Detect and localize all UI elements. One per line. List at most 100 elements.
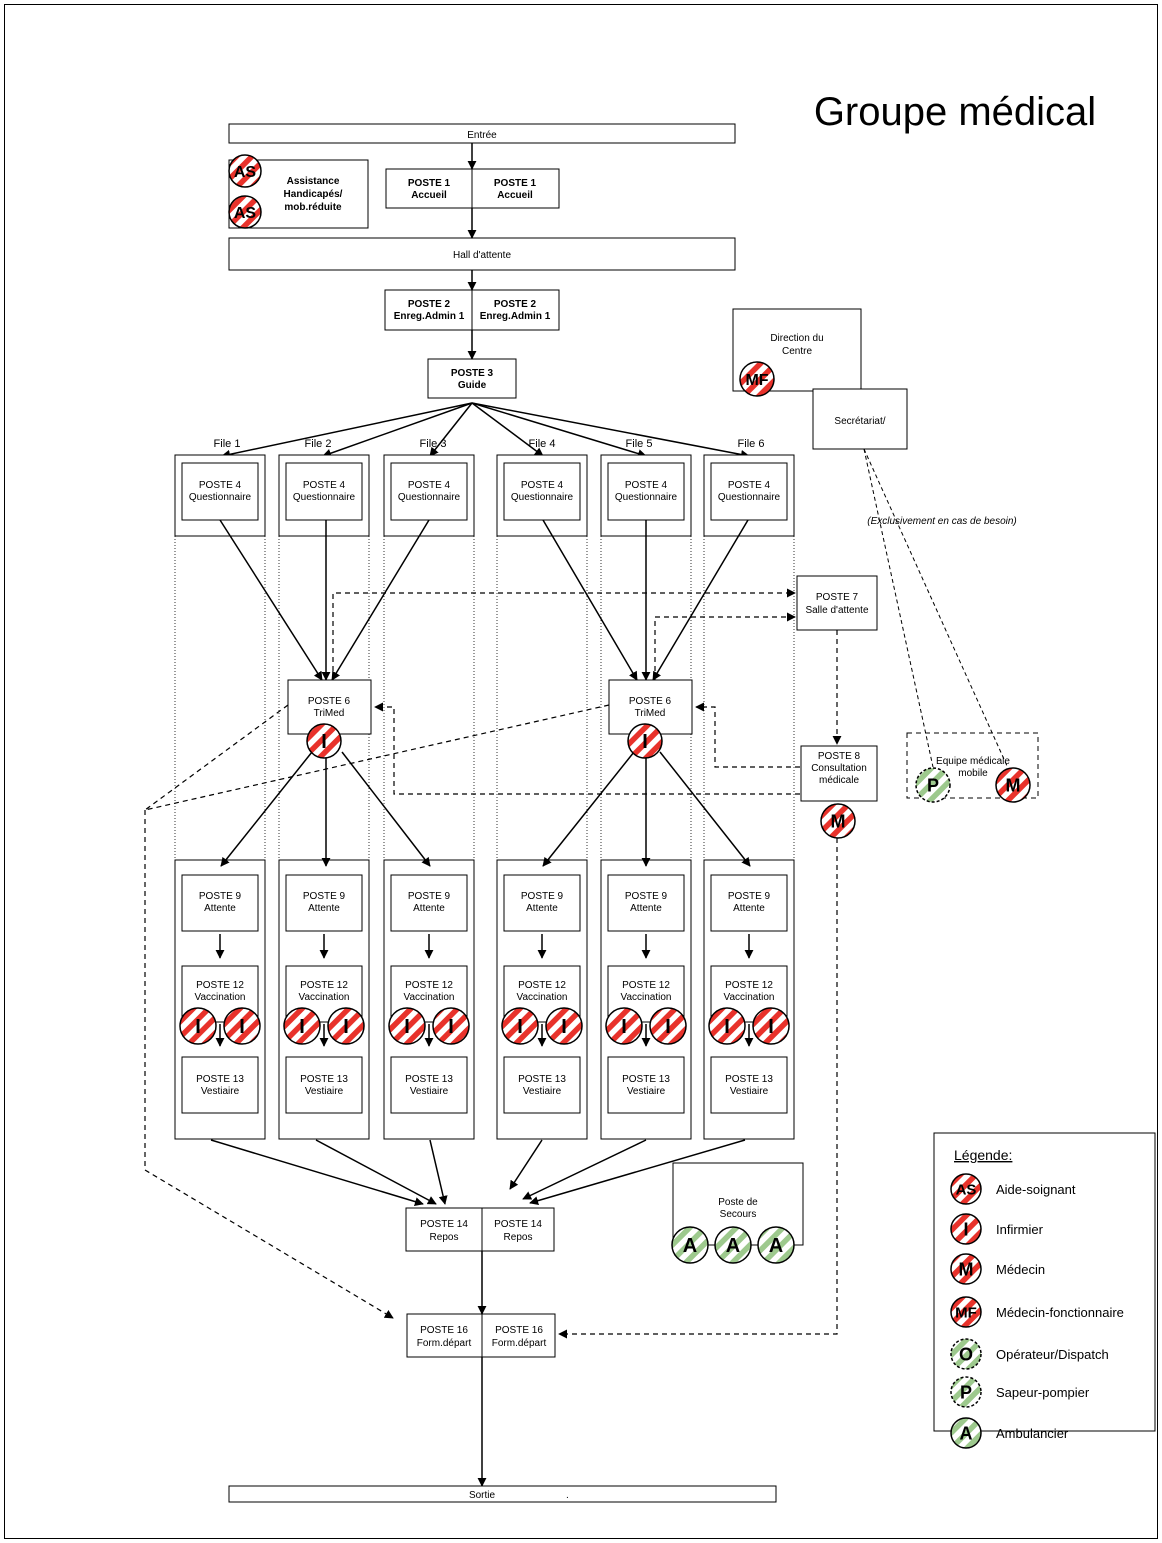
poste-8-title: POSTE 8 xyxy=(818,751,861,762)
poste-4-box-2 xyxy=(285,462,363,521)
direction-box: Direction du Centre xyxy=(732,308,862,392)
dashed-secretariat-to-pompier xyxy=(863,448,934,768)
poste-2-right-title: POSTE 2 xyxy=(494,299,537,310)
arrow-to-file-2 xyxy=(322,402,473,458)
svg-text:I: I xyxy=(517,1016,523,1038)
poste-4-box-5 xyxy=(607,462,685,521)
poste-12-label-2: Vaccination xyxy=(299,992,350,1003)
arrow-trimed-attente-1 xyxy=(220,751,313,867)
infirmier-badge-trimed-left: I xyxy=(306,723,342,759)
poste-2-box: POSTE 2 Enreg.Admin 1 POSTE 2 Enreg.Admi… xyxy=(384,289,560,331)
arrow-trimed-attente-4 xyxy=(542,751,635,867)
sortie-label: Sortie xyxy=(469,1490,496,1501)
legend-label-4: Médecin-fonctionnaire xyxy=(996,1305,1124,1320)
svg-text:M: M xyxy=(831,811,846,831)
poste-4-box-1 xyxy=(181,462,259,521)
legend-label-1: Aide-soignant xyxy=(996,1182,1076,1197)
poste-13-box-5 xyxy=(607,1056,685,1114)
infirmier-badge-vaccination-4-a: I xyxy=(501,1007,539,1045)
arrow-q1-trimed xyxy=(219,519,323,681)
infirmier-badge-vaccination-6-a: I xyxy=(708,1007,746,1045)
poste-9-box-1 xyxy=(181,874,259,932)
poste-14-left-title: POSTE 14 xyxy=(420,1219,468,1230)
svg-text:I: I xyxy=(321,731,327,753)
poste-13-label-1: Vestiaire xyxy=(201,1086,240,1097)
poste-4-title-3: POSTE 4 xyxy=(408,480,451,491)
svg-text:M: M xyxy=(959,1259,974,1279)
svg-text:P: P xyxy=(927,775,939,795)
svg-text:I: I xyxy=(665,1016,671,1038)
poste-9-title-6: POSTE 9 xyxy=(728,891,771,902)
svg-text:MF: MF xyxy=(745,372,768,389)
poste-13-label-4: Vestiaire xyxy=(523,1086,562,1097)
legend-badge-mf: MF xyxy=(950,1296,982,1328)
poste-13-box-4 xyxy=(503,1056,581,1114)
poste-16-left-title: POSTE 16 xyxy=(420,1325,468,1336)
arrow-q6-trimed xyxy=(652,519,749,681)
arrow-to-file-3 xyxy=(429,402,473,457)
poste-4-title-2: POSTE 4 xyxy=(303,480,346,491)
poste-secours-line-2: Secours xyxy=(720,1209,757,1220)
dashed-connectors xyxy=(144,588,842,1339)
medecin-fonctionnaire-badge: MF xyxy=(739,361,775,397)
entree-bar: Entrée xyxy=(228,123,736,144)
exclusivement-note: (Exclusivement en cas de besoin) xyxy=(867,516,1017,527)
medecin-badge-equipe: M xyxy=(995,767,1031,803)
svg-text:A: A xyxy=(683,1235,697,1257)
svg-text:I: I xyxy=(621,1016,627,1038)
poste-13-title-3: POSTE 13 xyxy=(405,1074,453,1085)
poste-2-left-title: POSTE 2 xyxy=(408,299,451,310)
poste-9-box-4 xyxy=(503,874,581,932)
poste-13-label-3: Vestiaire xyxy=(410,1086,449,1097)
svg-text:I: I xyxy=(963,1219,968,1239)
svg-text:AS: AS xyxy=(956,1181,977,1198)
poste-7-label: Salle d'attente xyxy=(805,605,869,616)
poste-12-label-6: Vaccination xyxy=(724,992,775,1003)
poste-8-label-1: Consultation xyxy=(811,763,867,774)
poste-9-box-6 xyxy=(710,874,788,932)
ambulancier-badge-3: A xyxy=(757,1226,795,1264)
dashed-trimed-right-to-side xyxy=(144,704,610,811)
poste-9-box-3 xyxy=(390,874,468,932)
svg-text:I: I xyxy=(561,1016,567,1038)
poste-1-left-label: Accueil xyxy=(411,190,447,201)
arrow-trimed-attente-3 xyxy=(341,751,431,867)
poste-1-right-title: POSTE 1 xyxy=(494,178,537,189)
poste-13-box-3 xyxy=(390,1056,468,1114)
poste-6-left-label: TriMed xyxy=(314,708,345,719)
arrow-col2-repos xyxy=(315,1139,437,1205)
medecin-badge-consultation: M xyxy=(820,803,856,839)
poste-6-right-label: TriMed xyxy=(635,708,666,719)
secretariat-box: Secrétariat/ xyxy=(812,388,908,450)
assistance-line-3: mob.réduite xyxy=(284,202,342,213)
poste-9-box-5 xyxy=(607,874,685,932)
poste-12-title-1: POSTE 12 xyxy=(196,980,244,991)
poste-2-right-label: Enreg.Admin 1 xyxy=(480,311,551,322)
svg-text:A: A xyxy=(726,1235,740,1257)
arrow-col6-repos xyxy=(529,1139,746,1206)
poste-12-title-2: POSTE 12 xyxy=(300,980,348,991)
entree-label: Entrée xyxy=(467,130,497,141)
poste-4-title-6: POSTE 4 xyxy=(728,480,771,491)
poste-4-label-2: Questionnaire xyxy=(293,492,356,503)
dashed-trimed-right-to-salle xyxy=(654,612,796,680)
poste-9-title-5: POSTE 9 xyxy=(625,891,668,902)
poste-16-left-label: Form.départ xyxy=(417,1338,472,1349)
poste-13-title-4: POSTE 13 xyxy=(518,1074,566,1085)
poste-12-label-4: Vaccination xyxy=(517,992,568,1003)
poste-8-label-2: médicale xyxy=(819,775,859,786)
aide-soignant-badge-1: AS xyxy=(228,154,262,188)
svg-text:I: I xyxy=(195,1016,201,1038)
arrow-col4-repos xyxy=(509,1139,543,1190)
legend-badge-p: P xyxy=(950,1376,982,1408)
poste-13-label-2: Vestiaire xyxy=(305,1086,344,1097)
poste-9-label-5: Attente xyxy=(630,903,662,914)
svg-text:M: M xyxy=(1006,775,1021,795)
arrow-to-file-6 xyxy=(471,402,750,459)
poste-16-right-label: Form.départ xyxy=(492,1338,547,1349)
poste-3-box: POSTE 3 Guide xyxy=(427,358,517,399)
poste-2-left-label: Enreg.Admin 1 xyxy=(394,311,465,322)
